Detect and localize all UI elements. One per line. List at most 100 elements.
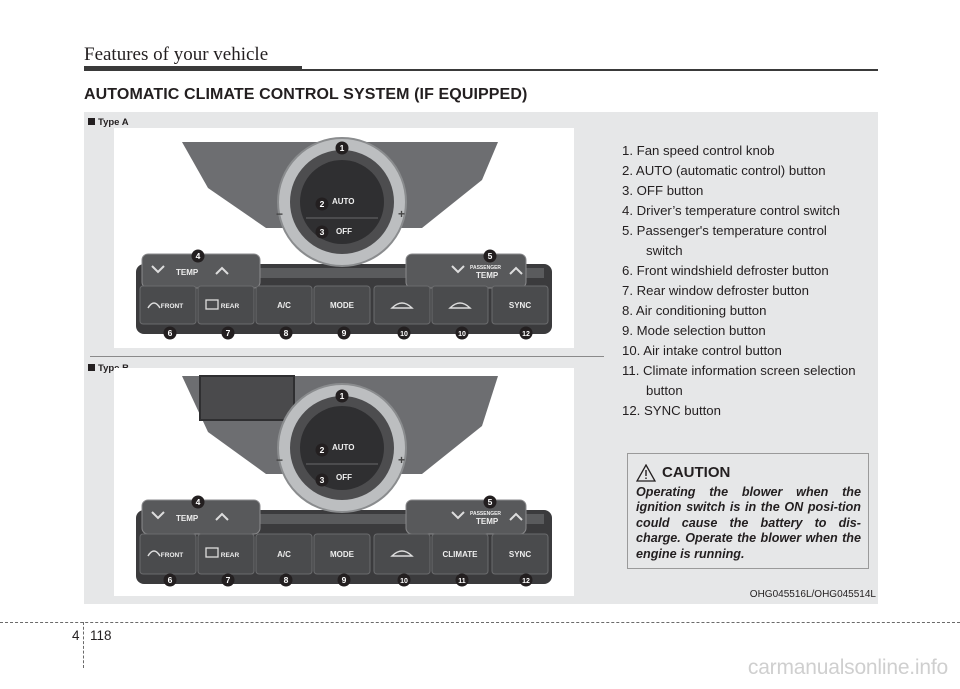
air-intake-car-icon bbox=[390, 302, 414, 309]
caution-text: Operating the blower when the ignition s… bbox=[636, 485, 861, 561]
callout-marker bbox=[519, 573, 533, 587]
panel-button-label: MODE bbox=[330, 550, 355, 559]
callout-number: 10 bbox=[458, 331, 466, 338]
callout-number: 2 bbox=[320, 445, 325, 455]
callout-number: 12 bbox=[522, 331, 530, 338]
panel-button[interactable] bbox=[373, 533, 431, 575]
panel-button-label: REAR bbox=[221, 552, 240, 559]
chevron-down-icon bbox=[151, 265, 165, 274]
chevron-up-icon bbox=[215, 512, 229, 521]
callout-marker bbox=[337, 326, 351, 340]
svg-text:−: − bbox=[276, 453, 283, 467]
callout-number: 11 bbox=[458, 578, 466, 585]
legend-list: 1. Fan speed control knob 2. AUTO (autom… bbox=[622, 141, 856, 421]
callout-number: 7 bbox=[226, 575, 231, 585]
watermark: carmanualsonline.info bbox=[747, 656, 948, 679]
panel-button-label: SYNC bbox=[509, 301, 531, 310]
panel-button[interactable] bbox=[431, 285, 489, 325]
chevron-down-icon bbox=[451, 265, 465, 274]
callout-marker bbox=[191, 249, 205, 263]
right-temp-label: TEMP bbox=[476, 271, 499, 280]
bullet-square-icon bbox=[88, 118, 95, 125]
panel-button[interactable] bbox=[139, 285, 197, 325]
panel-button-label: REAR bbox=[221, 303, 240, 310]
air-intake-car-icon bbox=[390, 550, 414, 557]
callout-number: 10 bbox=[400, 331, 408, 338]
legend-item: 8. Air conditioning button bbox=[622, 303, 767, 318]
footer-vertical-rule bbox=[83, 622, 84, 668]
callout-marker bbox=[397, 326, 411, 340]
right-temp-sub-label: PASSENGER bbox=[470, 265, 501, 271]
callout-number: 4 bbox=[196, 251, 201, 261]
legend-item: 12. SYNC button bbox=[622, 403, 721, 418]
header-rule-thick bbox=[84, 66, 302, 71]
panel-button-label: A/C bbox=[277, 550, 291, 559]
callout-number: 2 bbox=[320, 199, 325, 209]
running-header: Features of your vehicle bbox=[84, 44, 269, 65]
left-temp-label: TEMP bbox=[176, 514, 199, 523]
auto-label: AUTO bbox=[332, 443, 355, 452]
legend-item: 6. Front windshield defroster button bbox=[622, 263, 829, 278]
panel-button-label: FRONT bbox=[161, 303, 183, 310]
panel-button-label: FRONT bbox=[161, 552, 183, 559]
right-temp-label: TEMP bbox=[476, 517, 499, 526]
legend-item: 11. Climate information screen selection bbox=[622, 363, 856, 378]
callout-number: 3 bbox=[320, 227, 325, 237]
callout-marker bbox=[483, 495, 497, 509]
svg-text:+: + bbox=[398, 207, 405, 221]
callout-marker bbox=[221, 573, 235, 587]
callout-marker bbox=[335, 141, 349, 155]
callout-marker bbox=[455, 326, 469, 340]
callout-marker bbox=[279, 326, 293, 340]
section-title: AUTOMATIC CLIMATE CONTROL SYSTEM (IF EQU… bbox=[84, 86, 528, 103]
rear-defrost-icon bbox=[205, 547, 219, 558]
panel-divider bbox=[90, 356, 604, 357]
panel-button[interactable] bbox=[313, 285, 371, 325]
panel-button[interactable] bbox=[491, 533, 549, 575]
panel-button-label: A/C bbox=[277, 301, 291, 310]
svg-text:+: + bbox=[398, 453, 405, 467]
callout-number: 5 bbox=[488, 251, 493, 261]
callout-marker bbox=[315, 197, 329, 211]
svg-text:−: − bbox=[276, 207, 283, 221]
panel-button[interactable] bbox=[197, 285, 255, 325]
callout-marker bbox=[279, 573, 293, 587]
footer-rule bbox=[0, 622, 960, 623]
header-rule bbox=[84, 69, 878, 71]
auto-label: AUTO bbox=[332, 197, 355, 206]
callout-number: 4 bbox=[196, 497, 201, 507]
legend-item: 7. Rear window defroster button bbox=[622, 283, 809, 298]
legend-item: 3. OFF button bbox=[622, 183, 704, 198]
callout-number: 8 bbox=[284, 328, 289, 338]
callout-marker bbox=[519, 326, 533, 340]
callout-marker bbox=[315, 473, 329, 487]
off-label: OFF bbox=[336, 473, 352, 482]
callout-marker bbox=[315, 443, 329, 457]
panel-button[interactable] bbox=[491, 285, 549, 325]
callout-marker bbox=[397, 573, 411, 587]
chevron-up-icon bbox=[509, 512, 523, 521]
section-number: 4 bbox=[72, 628, 80, 643]
caution-box: CAUTION Operating the blower when the ig… bbox=[627, 453, 869, 569]
type-a-label: Type A bbox=[88, 117, 129, 128]
callout-marker bbox=[163, 573, 177, 587]
legend-item-continuation: button bbox=[646, 383, 683, 398]
legend-item: 5. Passenger's temperature control bbox=[622, 223, 827, 238]
callout-marker bbox=[483, 249, 497, 263]
callout-number: 10 bbox=[400, 578, 408, 585]
legend-item: 2. AUTO (automatic control) button bbox=[622, 163, 826, 178]
bullet-square-icon bbox=[88, 364, 95, 371]
callout-marker bbox=[337, 573, 351, 587]
rear-defrost-icon bbox=[205, 299, 219, 310]
legend-item: 1. Fan speed control knob bbox=[622, 143, 775, 158]
front-defrost-icon bbox=[147, 302, 161, 309]
warning-triangle-icon bbox=[636, 464, 656, 482]
callout-number: 6 bbox=[168, 575, 173, 585]
caution-title: CAUTION bbox=[662, 464, 731, 481]
panel-button[interactable] bbox=[373, 285, 431, 325]
panel-button[interactable] bbox=[255, 285, 313, 325]
legend-item: 9. Mode selection button bbox=[622, 323, 766, 338]
callout-marker bbox=[315, 225, 329, 239]
